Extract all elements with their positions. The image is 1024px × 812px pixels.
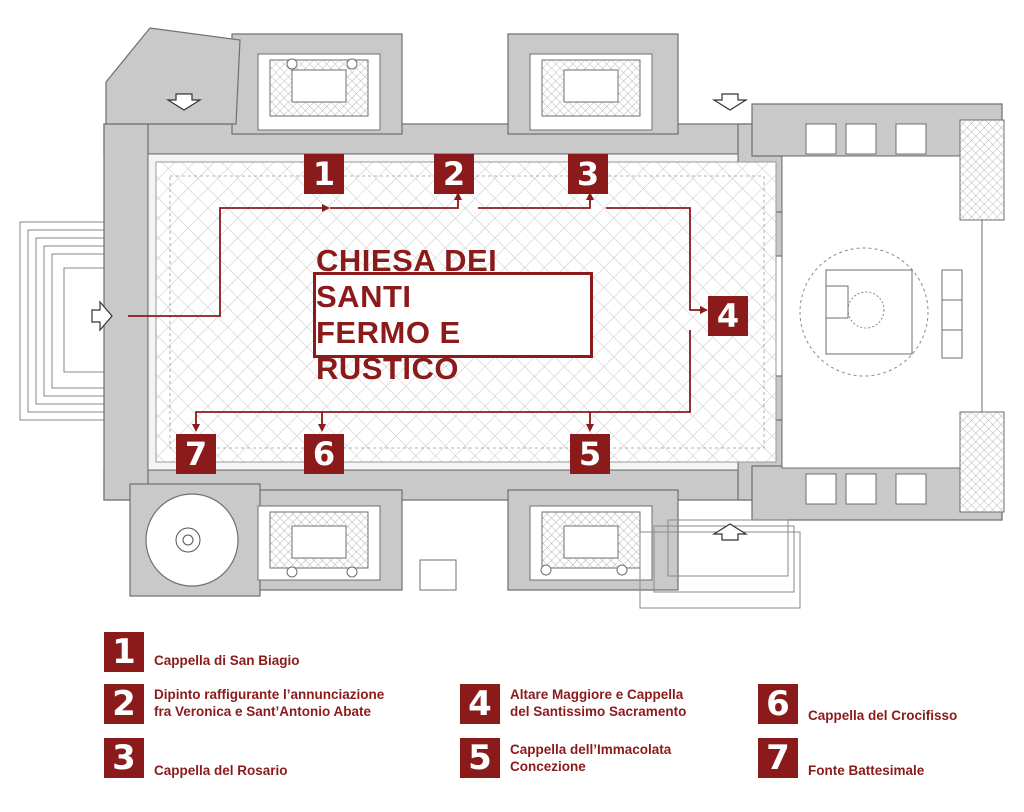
legend-label-4-line2: del Santissimo Sacramento bbox=[510, 704, 687, 719]
legend-label-4: Altare Maggiore e Cappella del Santissim… bbox=[510, 686, 686, 720]
legend-number-6: 6 bbox=[758, 684, 798, 724]
legend-label-3: Cappella del Rosario bbox=[154, 762, 288, 779]
legend-label-2: Dipinto raffigurante l’annunciazione fra… bbox=[154, 686, 384, 720]
legend-number-3: 3 bbox=[104, 738, 144, 778]
legend-label-4-line1: Altare Maggiore e Cappella bbox=[510, 687, 684, 702]
map-marker-2: 2 bbox=[434, 154, 474, 194]
legend-label-6-line1: Cappella del Crocifisso bbox=[808, 708, 958, 723]
legend-label-1-line1: Cappella di San Biagio bbox=[154, 653, 300, 668]
church-title-line2: FERMO E RUSTICO bbox=[316, 315, 461, 386]
legend-number-5: 5 bbox=[460, 738, 500, 778]
legend-label-2-line1: Dipinto raffigurante l’annunciazione bbox=[154, 687, 385, 702]
legend-label-5: Cappella dell’Immacolata Concezione bbox=[510, 741, 671, 775]
legend-label-6: Cappella del Crocifisso bbox=[808, 707, 957, 724]
legend-number-2: 2 bbox=[104, 684, 144, 724]
map-marker-7: 7 bbox=[176, 434, 216, 474]
legend-label-3-line1: Cappella del Rosario bbox=[154, 763, 288, 778]
legend-label-5-line2: Concezione bbox=[510, 759, 586, 774]
legend-number-1: 1 bbox=[104, 632, 144, 672]
legend-number-4: 4 bbox=[460, 684, 500, 724]
legend-label-2-line2: fra Veronica e Sant’Antonio Abate bbox=[154, 704, 372, 719]
map-marker-5: 5 bbox=[570, 434, 610, 474]
legend-number-7: 7 bbox=[758, 738, 798, 778]
visit-route bbox=[128, 200, 700, 424]
legend-label-5-line1: Cappella dell’Immacolata bbox=[510, 742, 672, 757]
legend-label-7-line1: Fonte Battesimale bbox=[808, 763, 925, 778]
map-marker-1: 1 bbox=[304, 154, 344, 194]
legend-label-1: Cappella di San Biagio bbox=[154, 652, 300, 669]
map-marker-4: 4 bbox=[708, 296, 748, 336]
church-title: CHIESA DEI SANTI FERMO E RUSTICO bbox=[313, 243, 593, 386]
map-marker-3: 3 bbox=[568, 154, 608, 194]
legend-label-7: Fonte Battesimale bbox=[808, 762, 924, 779]
church-title-line1: CHIESA DEI SANTI bbox=[316, 243, 498, 314]
map-marker-6: 6 bbox=[304, 434, 344, 474]
